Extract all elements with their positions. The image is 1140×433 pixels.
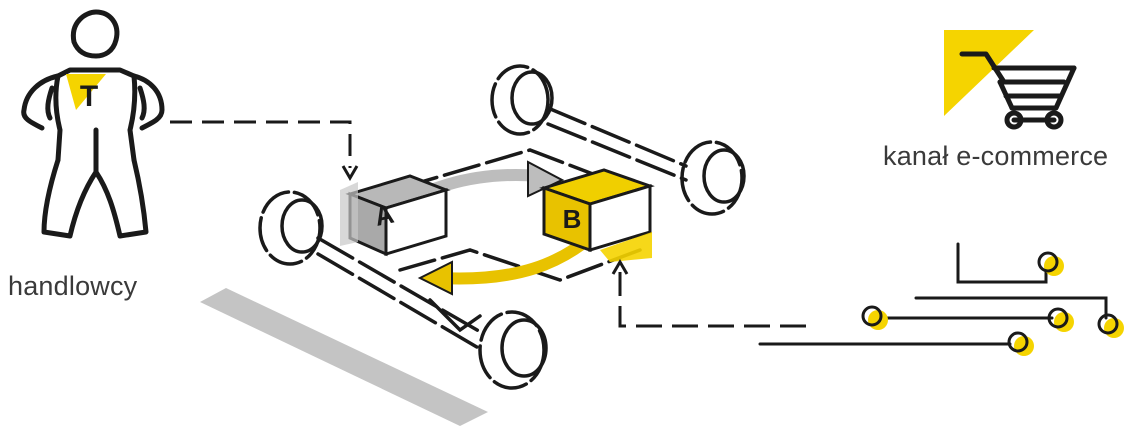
flow-arrowhead-yellow — [417, 260, 453, 296]
cart-yellow-triangle — [944, 30, 1034, 116]
box-a — [340, 174, 451, 257]
circuit-icon — [758, 242, 1124, 356]
salesperson-icon — [21, 9, 165, 239]
node-dot-yellow — [868, 310, 888, 330]
box-b — [539, 168, 655, 262]
chassis-icon — [258, 64, 746, 390]
node-ring — [1047, 307, 1069, 329]
node-dot-yellow — [1054, 312, 1074, 332]
node-ring — [1007, 331, 1029, 353]
arrowhead-a — [341, 165, 359, 181]
badge-letter: T — [80, 80, 98, 113]
label-sales: handlowcy — [8, 271, 138, 301]
node-ring — [1037, 251, 1059, 273]
flow-arrow-b-to-a — [439, 233, 594, 285]
badge-triangle — [66, 74, 106, 110]
node-ring — [1097, 313, 1119, 335]
shopping-cart-icon — [959, 51, 1077, 130]
arrowhead-b — [611, 259, 629, 275]
box-b-label: B — [563, 204, 582, 234]
label-ecommerce: kanał e-commerce — [883, 141, 1109, 171]
node-dot-yellow — [1044, 256, 1064, 276]
node-dot-yellow — [1104, 318, 1124, 338]
connector-sales-to-a — [170, 120, 352, 168]
node-ring — [861, 305, 883, 327]
node-dot-yellow — [1014, 336, 1034, 356]
connector-circuit-to-b — [618, 272, 806, 328]
road-stripe — [200, 288, 488, 426]
